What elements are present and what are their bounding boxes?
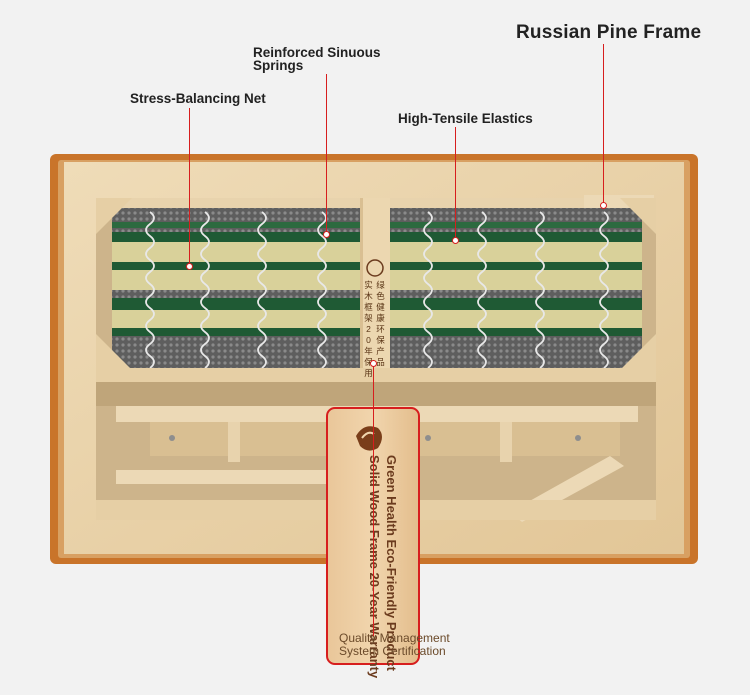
label-high-tensile-elastics: High-Tensile Elastics <box>398 111 533 126</box>
label-russian-pine-frame: Russian Pine Frame <box>516 22 702 43</box>
callout-dot-springs <box>323 231 330 238</box>
callout-dot-frame <box>600 202 607 209</box>
label-quality-certification: Quality Management System Certification <box>339 632 450 658</box>
label-springs-line-2: Springs <box>253 58 304 73</box>
stamp-column-1: 绿色健康环保产品 <box>376 280 385 367</box>
label-springs-line-1: Reinforced Sinuous <box>253 45 381 60</box>
label-stress-balancing-net: Stress-Balancing Net <box>130 91 266 106</box>
tag-text: Green Health Eco-Friendly Product Solid … <box>366 455 400 695</box>
callout-line-net <box>189 108 190 266</box>
brand-logo-icon <box>356 426 382 451</box>
sinuous-springs <box>145 211 609 369</box>
callout-dot-quality <box>370 360 377 367</box>
callout-line-frame <box>603 44 604 205</box>
tag-line-2: Solid Wood Frame 20-Year Warranty <box>367 455 382 679</box>
tag-line-1: Green Health Eco-Friendly Product <box>384 455 399 671</box>
label-quality-line-1: Quality Management <box>339 631 450 645</box>
callout-line-springs <box>326 74 327 234</box>
label-quality-line-2: System Certification <box>339 644 446 658</box>
callout-dot-elastics <box>452 237 459 244</box>
label-sinuous-springs: Reinforced Sinuous Springs <box>253 45 381 73</box>
callout-dot-net <box>186 263 193 270</box>
stamp-logo-icon <box>366 259 384 277</box>
callout-line-elastics <box>455 127 456 240</box>
callout-line-quality <box>373 360 374 636</box>
stamp-column-2: 实木框架20年保用 <box>364 280 373 378</box>
